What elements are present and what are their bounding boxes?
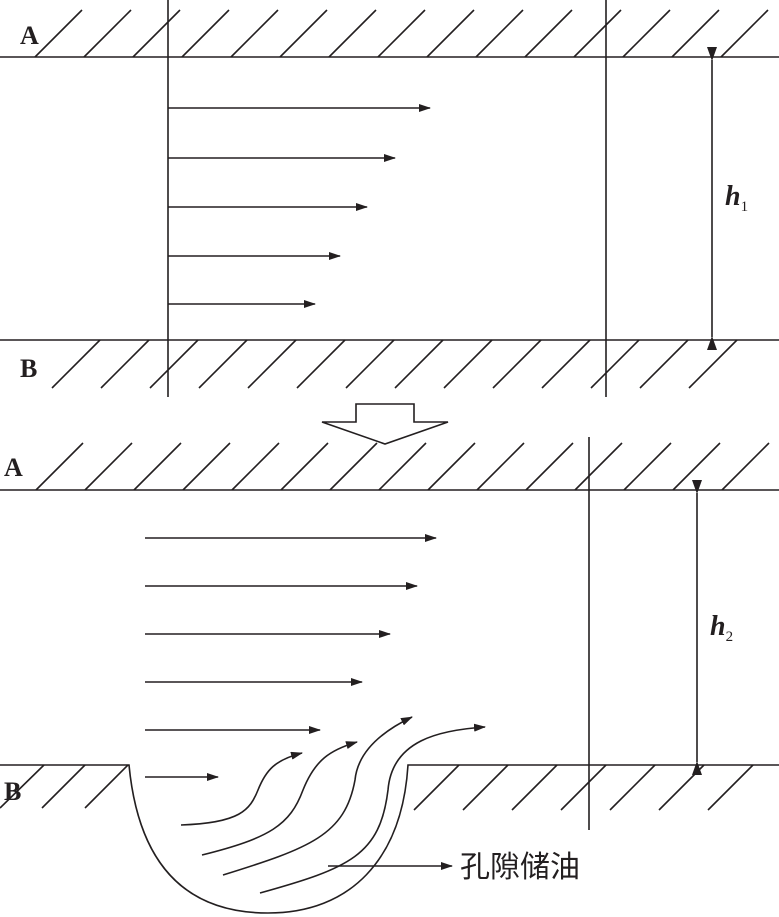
hatch-line <box>672 442 721 491</box>
hatch-line <box>378 442 427 491</box>
wall-a-hatch <box>35 442 770 491</box>
height-label: h2 <box>710 611 733 645</box>
hatch-line <box>230 9 279 58</box>
streamline <box>259 723 486 894</box>
hatch-line <box>462 764 509 811</box>
hatch-line <box>0 764 45 809</box>
transition-down-arrow-icon <box>321 403 449 445</box>
hatch-line <box>413 764 460 811</box>
hatch-line <box>231 442 280 491</box>
wall-b-hatch <box>51 339 738 389</box>
hatch-line <box>639 339 689 389</box>
hatch-line <box>573 9 622 58</box>
streamline <box>180 751 303 826</box>
hatch-line <box>671 9 720 58</box>
hatch-line <box>198 339 248 389</box>
hatch-line <box>475 9 524 58</box>
hatch-line <box>51 339 101 389</box>
pore-streamlines <box>180 716 486 894</box>
hatch-line <box>84 764 129 809</box>
hatch-line <box>476 442 525 491</box>
hatch-line <box>427 442 476 491</box>
hatch-line <box>34 9 83 58</box>
hatch-line <box>41 764 86 809</box>
hatch-line <box>492 339 542 389</box>
wall-a-label: A <box>4 453 23 482</box>
hatch-line <box>83 9 132 58</box>
hatch-line <box>328 9 377 58</box>
hatch-line <box>426 9 475 58</box>
hatch-line <box>688 339 738 389</box>
hatch-line <box>247 339 297 389</box>
top-panel: A B h1 <box>0 0 779 397</box>
hatch-line <box>84 442 133 491</box>
pore-oil-label: 孔隙储油 <box>460 850 580 885</box>
velocity-arrows <box>168 104 431 308</box>
streamline <box>201 741 358 856</box>
wall-b-label: B <box>20 354 37 383</box>
hatch-line <box>394 339 444 389</box>
wall-b-hatch <box>0 764 754 811</box>
hatch-line <box>132 9 181 58</box>
hatch-line <box>541 339 591 389</box>
wall-b-surface-with-pore <box>0 764 779 914</box>
hatch-line <box>181 9 230 58</box>
hatch-line <box>525 442 574 491</box>
hatch-line <box>658 764 705 811</box>
hatch-line <box>623 442 672 491</box>
hatch-line <box>377 9 426 58</box>
wall-a-label: A <box>20 21 39 50</box>
hatch-line <box>707 764 754 811</box>
hatch-line <box>35 442 84 491</box>
hatch-line <box>524 9 573 58</box>
hatch-line <box>720 9 769 58</box>
bottom-panel: 孔隙储油 A B h2 <box>0 437 779 914</box>
hatch-line <box>279 9 328 58</box>
hatch-line <box>100 339 150 389</box>
hatch-line <box>511 764 558 811</box>
hatch-line <box>345 339 395 389</box>
velocity-arrows <box>145 534 437 781</box>
hatch-line <box>133 442 182 491</box>
wall-a-hatch <box>34 9 769 58</box>
hatch-line <box>590 339 640 389</box>
hatch-line <box>622 9 671 58</box>
hatch-line <box>574 442 623 491</box>
hatch-line <box>149 339 199 389</box>
hatch-line <box>280 442 329 491</box>
hatch-line <box>560 764 607 811</box>
hatch-line <box>329 442 378 491</box>
height-label: h1 <box>725 181 748 215</box>
hatch-line <box>296 339 346 389</box>
hatch-line <box>721 442 770 491</box>
hatch-line <box>609 764 656 811</box>
hatch-line <box>443 339 493 389</box>
hatch-line <box>182 442 231 491</box>
streamline <box>222 716 413 876</box>
wall-b-label: B <box>4 777 21 806</box>
